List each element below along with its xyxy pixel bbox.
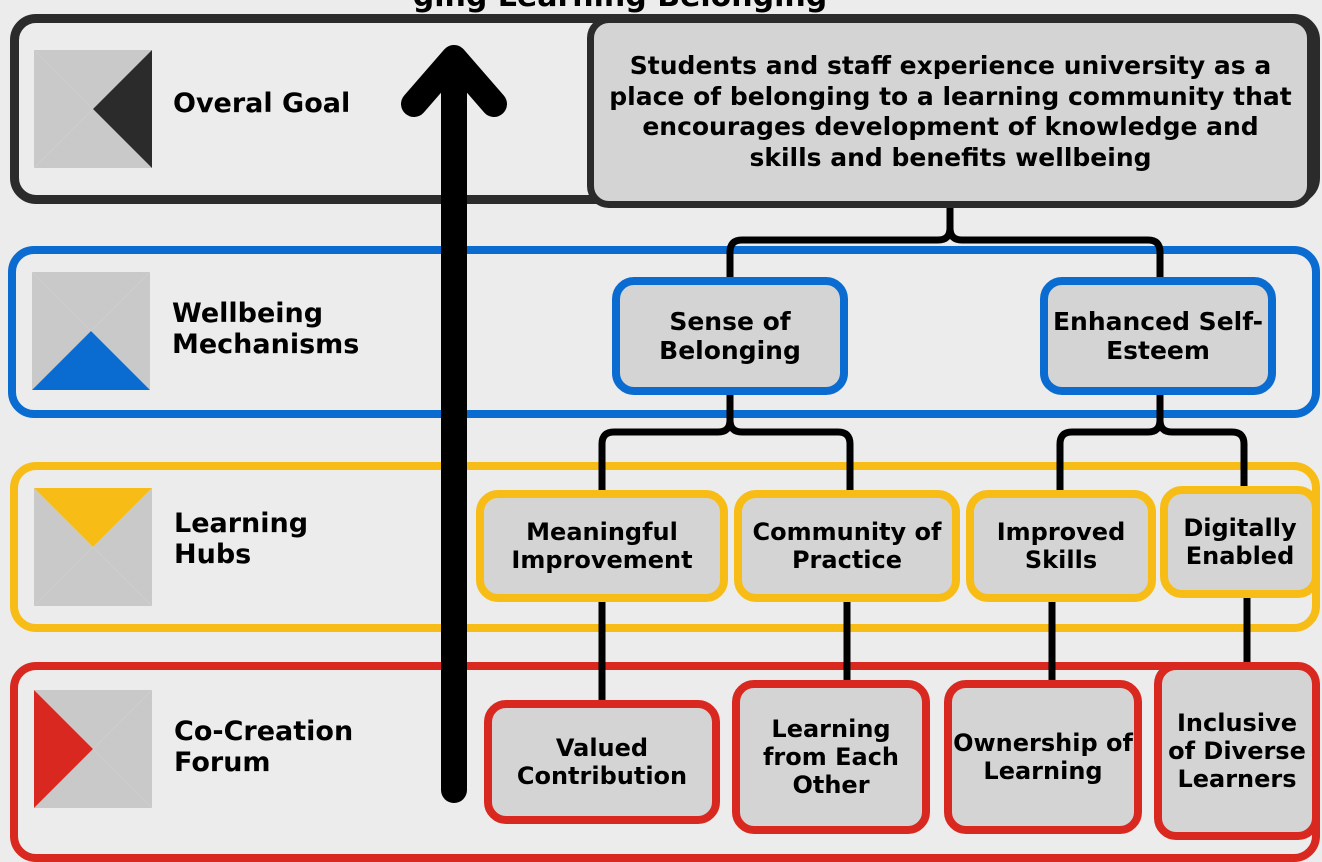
wellbeing-quadrant-icon <box>32 272 150 390</box>
hub-node-improved-skills: Improved Skills <box>966 490 1156 602</box>
hub-node-label: Community of Practice <box>752 517 942 574</box>
overall-goal-node: Students and staff experience university… <box>587 16 1314 208</box>
forum-node-label: Inclusive of Diverse Learners <box>1168 708 1306 794</box>
forum-node-inclusive-of-diverse-learners: Inclusive of Diverse Learners <box>1154 662 1320 840</box>
upward-arrow-icon <box>401 45 507 803</box>
hub-node-meaningful-improvement: Meaningful Improvement <box>476 490 728 602</box>
wellbeing-layer-label: Wellbeing Mechanisms <box>172 298 360 361</box>
wellbeing-node-self-esteem: Enhanced Self-Esteem <box>1040 277 1276 395</box>
hub-node-label: Meaningful Improvement <box>511 517 693 574</box>
hubs-layer-label: Learning Hubs <box>174 508 309 571</box>
connector-lines <box>401 45 1251 803</box>
hubs-quadrant-icon <box>34 488 152 606</box>
hub-node-digitally-enabled: Digitally Enabled <box>1160 486 1320 598</box>
hub-node-label: Digitally Enabled <box>1183 513 1297 570</box>
forum-node-valued-contribution: Valued Contribution <box>484 700 720 824</box>
overall-goal-text: Students and staff experience university… <box>609 51 1292 172</box>
forum-quadrant-icon <box>34 690 152 808</box>
forum-node-label: Valued Contribution <box>516 733 688 790</box>
wellbeing-node-label: Enhanced Self-Esteem <box>1052 306 1264 366</box>
goal-layer-label: Overal Goal <box>173 88 351 119</box>
forum-node-ownership-of-learning: Ownership of Learning <box>944 680 1142 834</box>
forum-node-learning-from-each-other: Learning from Each Other <box>732 680 930 834</box>
hub-node-label: Improved Skills <box>996 517 1126 574</box>
wellbeing-node-belonging: Sense of Belonging <box>612 277 848 395</box>
forum-node-label: Learning from Each Other <box>762 714 900 800</box>
wellbeing-node-label: Sense of Belonging <box>659 306 801 366</box>
hub-node-community-of-practice: Community of Practice <box>734 490 960 602</box>
diagram-title: ging Learning Belonging <box>240 0 1000 14</box>
goal-quadrant-icon <box>34 50 152 168</box>
forum-node-label: Ownership of Learning <box>953 728 1133 785</box>
forum-layer-label: Co-Creation Forum <box>174 716 354 779</box>
